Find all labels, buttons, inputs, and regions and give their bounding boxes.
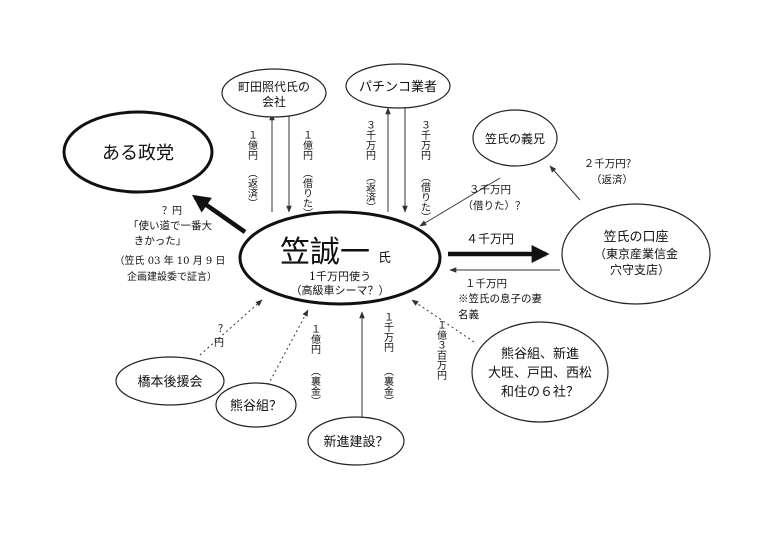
to-account-label: ４千万円: [466, 232, 514, 246]
six-line3: 和住の６社？: [501, 384, 579, 400]
hashimoto-label: 橋本後援会: [137, 375, 202, 390]
kumagai-label: 熊谷組？: [230, 398, 282, 414]
six-line2: 大旺、戸田、西松: [488, 366, 592, 381]
machida-return-note: （返済）: [246, 168, 258, 208]
party-label: ある政党: [102, 143, 174, 164]
from-account-line2: ※笠氏の息子の妻: [458, 292, 542, 305]
brother-label: 笠氏の義兄: [485, 131, 545, 146]
party-note-line4: （笠氏 03 年 10 月 9 日: [115, 254, 226, 267]
pachinko-return-amount: ３千万円: [364, 120, 376, 161]
brother-return-line2: （返済）: [591, 173, 633, 186]
kumagai-edge-note: （裏金）: [309, 366, 321, 406]
party-note-line5: 企画建設委で証言）: [127, 270, 217, 283]
pachinko-label: パチンコ業者: [359, 79, 437, 95]
brother-borrow-line1: ３千万円: [469, 184, 511, 196]
brother-return-line1: ２千万円？: [584, 158, 637, 170]
account-line3: 穴守支店）: [610, 262, 670, 277]
from-account-line1: １千万円: [465, 278, 507, 290]
hashimoto-edge-line2: 円: [214, 338, 224, 349]
node-kumagai: [215, 382, 297, 428]
center-line2: （高級車シーマ？）: [291, 283, 390, 297]
account-line1: 笠氏の口座: [603, 230, 668, 245]
pachinko-return-note: （返済）: [364, 172, 376, 212]
edge-center-to-party: [192, 194, 247, 234]
machida-return-amount: １億円: [246, 130, 258, 161]
center-name: 笠誠一: [280, 235, 370, 270]
shinshin-edge-amount: １千万円: [382, 312, 394, 353]
six-line1: 熊谷組、新進: [501, 346, 579, 362]
party-note-line3: きかった」: [134, 235, 187, 247]
node-party: [62, 110, 214, 194]
party-note-line1: ？円: [162, 206, 182, 217]
node-center: [238, 210, 442, 306]
shinshin-edge-note: （裏金）: [382, 366, 394, 406]
pachinko-borrow-note: （借りた）: [419, 172, 431, 222]
machida-borrow-amount: １億円: [301, 130, 313, 161]
hashimoto-edge-line1: ？: [218, 324, 228, 335]
party-note-line2: 「使い道で一番大: [128, 219, 212, 232]
kumagai-edge-amount: １億円: [309, 324, 321, 355]
account-line2: （東京産業信金: [594, 246, 678, 261]
edge-kumagai-to-center: [267, 309, 309, 386]
node-machida: [221, 68, 327, 118]
machida-borrow-note: （借りた）: [301, 168, 313, 218]
center-line1: 1千万円使う: [309, 270, 371, 283]
machida-line2: 会社: [262, 94, 286, 109]
shinshin-label: 新進建設？: [323, 434, 388, 450]
edge-brother-to-center: [419, 177, 501, 227]
center-suffix: 氏: [378, 251, 391, 266]
six-edge-amount: １億３百万円: [435, 320, 447, 381]
node-account: [561, 203, 711, 305]
brother-borrow-line2: （借りた）？: [463, 200, 526, 212]
from-account-line3: 名義: [458, 308, 479, 321]
node-pachinko: [345, 63, 451, 109]
edge-hashimoto-to-center: [199, 299, 263, 356]
node-hashimoto: [115, 356, 225, 406]
node-shinshin: [307, 416, 405, 466]
pachinko-borrow-amount: ３千万円: [419, 120, 431, 161]
node-brother-in-law: [472, 109, 558, 167]
edge-account-to-brother: [549, 165, 581, 201]
machida-line1: 町田照代氏の: [238, 80, 310, 94]
node-six-companies: [471, 321, 609, 423]
